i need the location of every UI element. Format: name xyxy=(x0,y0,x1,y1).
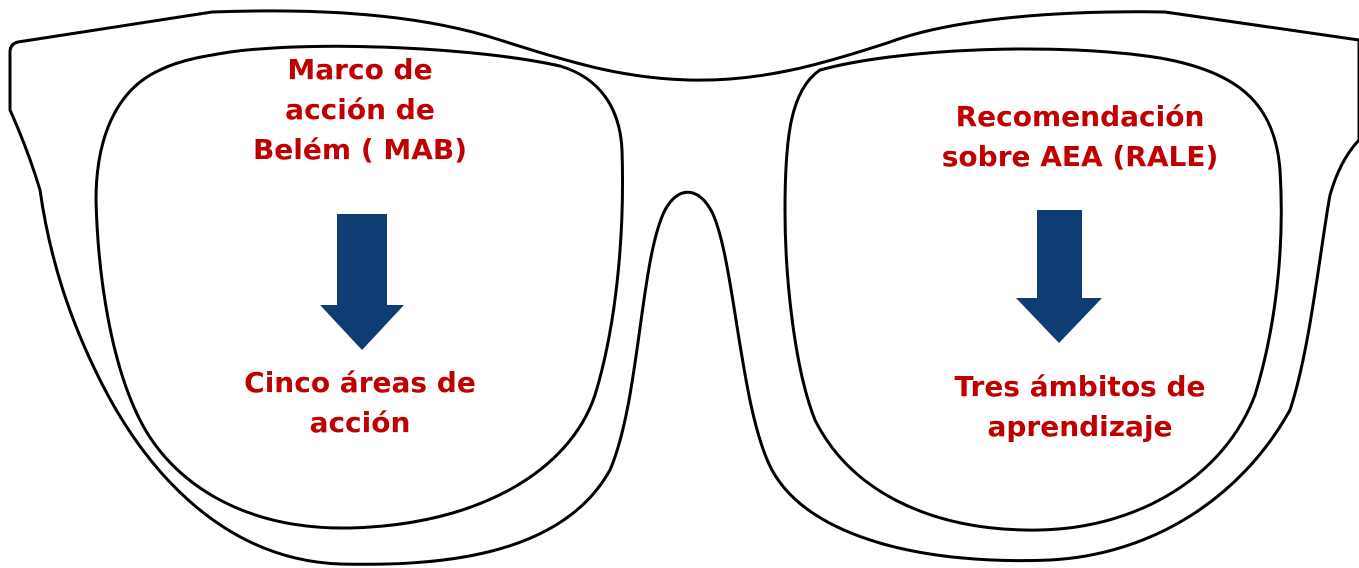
right-lens-bottom-text: Tres ámbitos de aprendizaje xyxy=(880,367,1280,447)
text-line: Tres ámbitos de xyxy=(954,370,1206,403)
right-lens-rim xyxy=(783,47,1283,532)
text-line: acción xyxy=(309,406,411,439)
text-line: sobre AEA (RALE) xyxy=(941,140,1219,173)
text-line: Belém ( MAB) xyxy=(252,133,468,166)
left-lens-top-text: Marco de acción de Belém ( MAB) xyxy=(210,50,510,170)
left-lens-bottom-text: Cinco áreas de acción xyxy=(190,363,530,443)
text-line: Marco de xyxy=(287,53,433,86)
text-line: Recomendación xyxy=(955,100,1205,133)
text-line: acción de xyxy=(285,93,435,126)
right-lens-top-text: Recomendación sobre AEA (RALE) xyxy=(870,97,1290,177)
down-arrow-icon xyxy=(320,214,404,350)
left-lens-rim xyxy=(94,44,625,530)
text-line: aprendizaje xyxy=(987,410,1173,443)
frame-outline xyxy=(8,9,1359,566)
text-line: Cinco áreas de xyxy=(244,366,476,399)
down-arrow-icon xyxy=(1016,210,1102,343)
